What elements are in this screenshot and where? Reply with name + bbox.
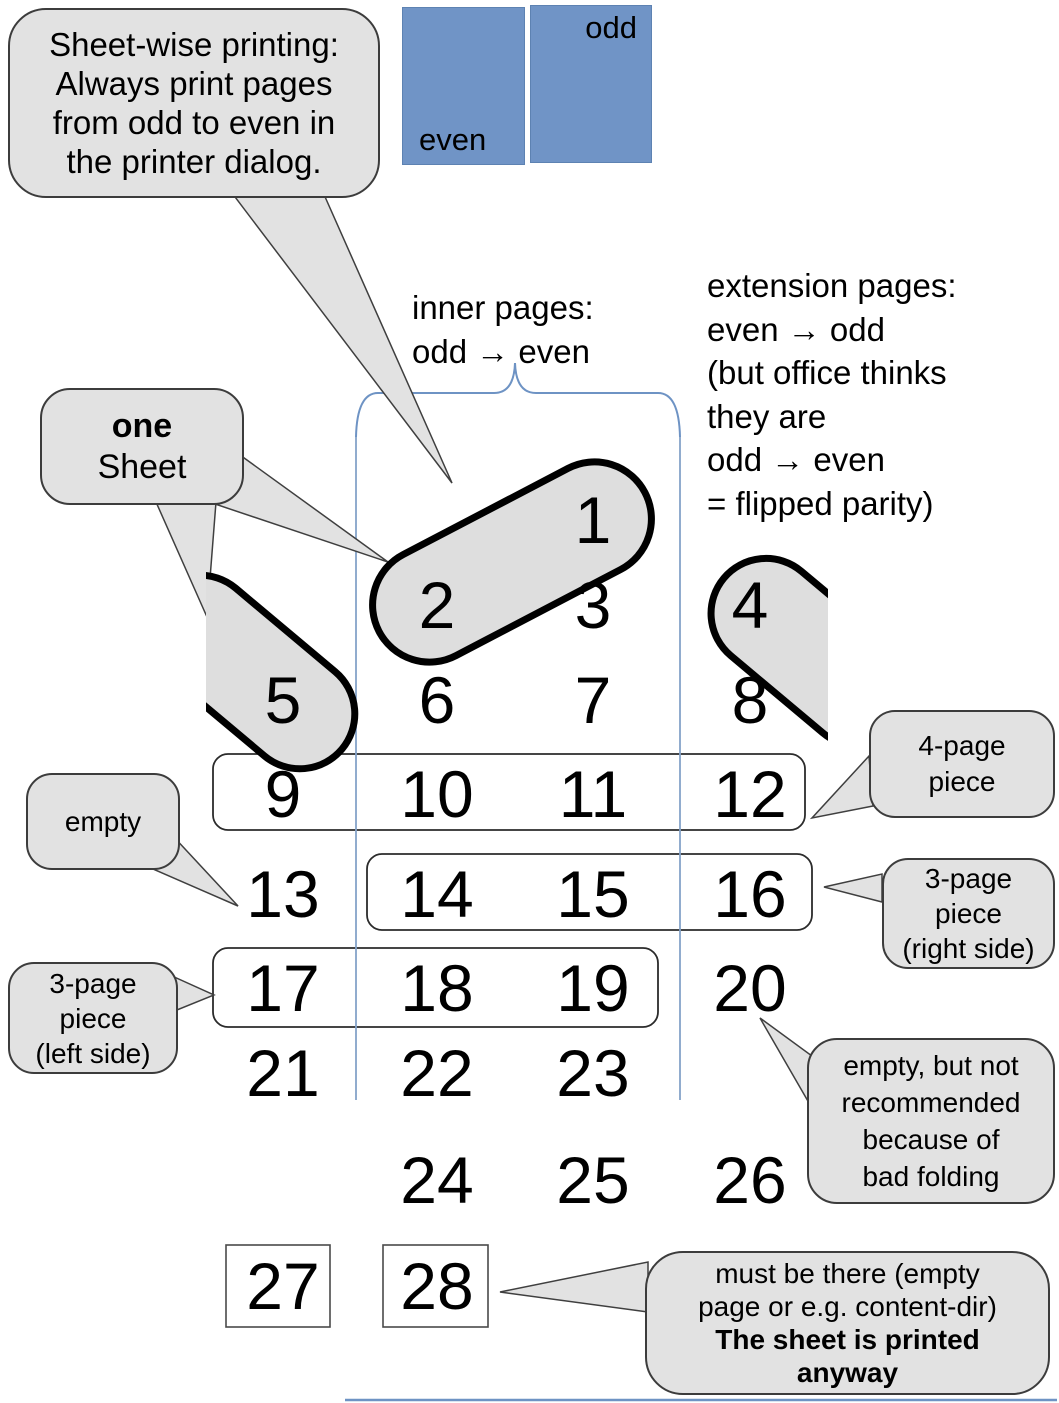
piece-box-9-12 [212, 753, 806, 831]
bad-folding-callout: empty, but not recommended because of ba… [807, 1038, 1055, 1204]
piece-box-28 [382, 1244, 489, 1328]
three-page-right-callout-tail [823, 873, 883, 903]
legend-even-page: even [402, 7, 525, 165]
bad-folding-line-4: bad folding [862, 1161, 1000, 1192]
page-number-3: 3 [574, 568, 612, 642]
inner-pages-annotation: inner pages: odd → even [412, 286, 594, 373]
three-page-right-line-1: 3-page [924, 863, 1013, 894]
page-number-22: 22 [400, 1036, 474, 1110]
page-number-2: 2 [418, 568, 456, 642]
inner-pages-line-1: inner pages: [412, 289, 594, 326]
inner-pages-brace-left [355, 362, 516, 438]
must-be-there-line-3: The sheet is printed [715, 1324, 980, 1355]
page-number-15: 15 [556, 857, 630, 931]
sheet-capsule-page-4 [707, 554, 828, 750]
sheetwise-line-2: Always print pages [55, 65, 333, 102]
page-number-17: 17 [246, 951, 320, 1025]
bad-folding-line-1: empty, but not [843, 1050, 1019, 1081]
three-page-left-line-1: 3-page [49, 967, 137, 999]
sheetwise-line-4: the printer dialog. [66, 143, 322, 180]
page-number-21: 21 [246, 1036, 320, 1110]
must-be-there-line-2: page or e.g. content-dir) [698, 1291, 997, 1322]
piece-box-17-19 [212, 947, 659, 1028]
page-number-10: 10 [400, 757, 474, 831]
three-page-left-line-3: (left side) [35, 1037, 151, 1069]
three-page-right-line-2: piece [935, 898, 1002, 929]
page-number-13: 13 [246, 857, 320, 931]
page-number-7: 7 [574, 663, 612, 737]
sheetwise-line-3: from odd to even in [52, 104, 336, 141]
page-number-26: 26 [713, 1143, 787, 1217]
page-number-24: 24 [400, 1143, 474, 1217]
one-sheet-line-2: Sheet [97, 447, 187, 486]
extension-pages-line-1: extension pages: [707, 267, 957, 304]
must-be-there-callout: must be there (empty page or e.g. conten… [645, 1251, 1050, 1395]
must-be-there-line-1: must be there (empty [715, 1258, 980, 1289]
page-number-14: 14 [400, 857, 474, 931]
extension-pages-line-3: (but office thinks [707, 354, 947, 392]
bad-folding-line-2: recommended [841, 1087, 1021, 1118]
one-sheet-line-bold: one [111, 406, 173, 445]
sheetwise-callout: Sheet-wise printing: Always print pages … [8, 8, 380, 198]
page-number-12: 12 [713, 757, 787, 831]
page-number-5: 5 [264, 663, 302, 737]
page-number-18: 18 [400, 951, 474, 1025]
legend-even-label: even [419, 122, 487, 157]
extension-pages-line-2: even → odd [707, 310, 885, 348]
page-number-19: 19 [556, 951, 630, 1025]
extension-pages-line-4: they are [707, 397, 827, 435]
sheetwise-line-1: Sheet-wise printing: [49, 26, 339, 63]
piece-box-27 [225, 1244, 331, 1328]
must-be-there-line-4: anyway [796, 1357, 899, 1388]
page-number-9: 9 [264, 757, 302, 831]
page-number-23: 23 [556, 1036, 630, 1110]
page-number-28: 28 [400, 1249, 474, 1323]
inner-pages-brace-right [514, 362, 681, 438]
legend-odd-label: odd [585, 10, 637, 45]
legend-odd-page: odd [530, 5, 652, 163]
one-sheet-callout: one Sheet [40, 388, 244, 505]
four-page-line-1: 4-page [918, 730, 1006, 761]
inner-pages-line-2: odd → even [412, 332, 590, 370]
page-number-4: 4 [731, 568, 769, 642]
page-number-27: 27 [246, 1249, 320, 1323]
must-be-there-callout-tail [499, 1261, 649, 1313]
extension-pages-annotation: extension pages: even → odd (but office … [707, 264, 957, 525]
three-page-right-line-3: (right side) [902, 933, 1035, 964]
page-number-6: 6 [418, 663, 456, 737]
piece-box-14-16 [366, 853, 813, 931]
three-page-left-line-2: piece [59, 1002, 127, 1034]
empty-callout: empty [26, 773, 180, 870]
page-number-16: 16 [713, 857, 787, 931]
sheet-capsule-pages-2-1 [369, 458, 655, 666]
page-number-8: 8 [731, 663, 769, 737]
extension-pages-line-6: = flipped parity) [707, 484, 934, 522]
three-page-right-callout: 3-page piece (right side) [882, 858, 1055, 969]
bad-folding-line-3: because of [862, 1124, 1000, 1155]
four-page-callout: 4-page piece [869, 710, 1055, 818]
page-number-11: 11 [558, 757, 628, 831]
four-page-line-2: piece [928, 766, 996, 797]
three-page-left-callout: 3-page piece (left side) [8, 962, 178, 1074]
page-number-25: 25 [556, 1143, 630, 1217]
sheet-capsule-page-5 [206, 571, 359, 773]
extension-pages-line-5: odd → even [707, 441, 885, 479]
three-page-left-callout-tail [171, 974, 216, 1014]
empty-callout-label: empty [64, 805, 142, 837]
four-page-callout-tail [809, 754, 874, 820]
page-number-1: 1 [574, 483, 612, 557]
page-number-20: 20 [713, 951, 787, 1025]
